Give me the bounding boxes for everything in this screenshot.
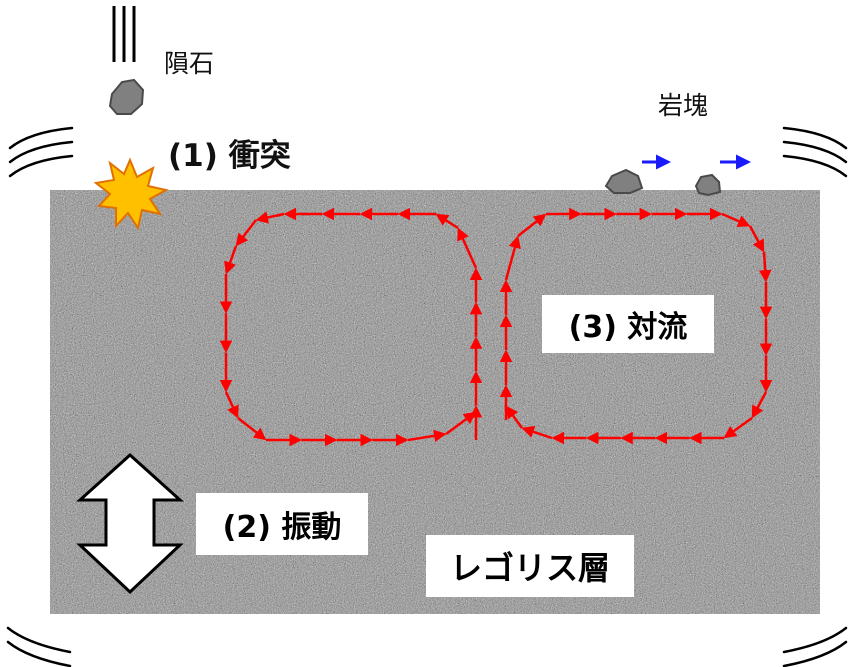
convection-right-arrow (721, 212, 751, 228)
impact-label: (1) 衝突 (168, 138, 291, 174)
regolith-label: レゴリス層 (449, 549, 610, 587)
vibration-label-box: (2) 振動 (196, 493, 368, 555)
meteorite-label: 隕石 (164, 49, 215, 78)
regolith-layer (50, 190, 820, 614)
rock-block-group (604, 168, 722, 197)
rock-block-right (694, 173, 722, 197)
convection-left-arrow (235, 219, 257, 247)
convection-left-arrow (407, 429, 447, 443)
impact-starburst-icon (93, 157, 169, 231)
convection-arrows (219, 207, 773, 447)
boundary-marks (6, 126, 848, 667)
convection-right-arrow (505, 405, 524, 429)
convection-right-arrow (751, 391, 768, 419)
double-headed-arrow-icon (76, 452, 184, 595)
convection-left-arrow (435, 213, 459, 230)
convection-right-arrow (517, 213, 547, 237)
vibration-label: (2) 振動 (222, 510, 342, 545)
convection-right-arrow (748, 225, 765, 253)
convection-label-box: (3) 対流 (542, 295, 714, 353)
convection-left-arrow (445, 411, 477, 436)
meteorite-rock-icon (108, 78, 145, 115)
rock-block-label: 岩塊 (658, 91, 709, 120)
convection-left-arrow (237, 417, 267, 441)
rock-block-left (604, 168, 644, 194)
regolith-label-box: レゴリス層 (426, 535, 634, 597)
convection-right-arrow (723, 416, 753, 439)
convection-label: (3) 対流 (568, 310, 688, 345)
convection-left-arrow (255, 211, 285, 224)
convection-left-arrow (224, 245, 238, 275)
convection-right-arrow (504, 235, 521, 281)
convection-left-arrow (457, 227, 478, 269)
convection-right-arrow (758, 251, 772, 283)
speed-lines-icon (112, 6, 136, 62)
convection-right-arrow (521, 425, 553, 440)
convection-left-arrow (224, 391, 239, 419)
